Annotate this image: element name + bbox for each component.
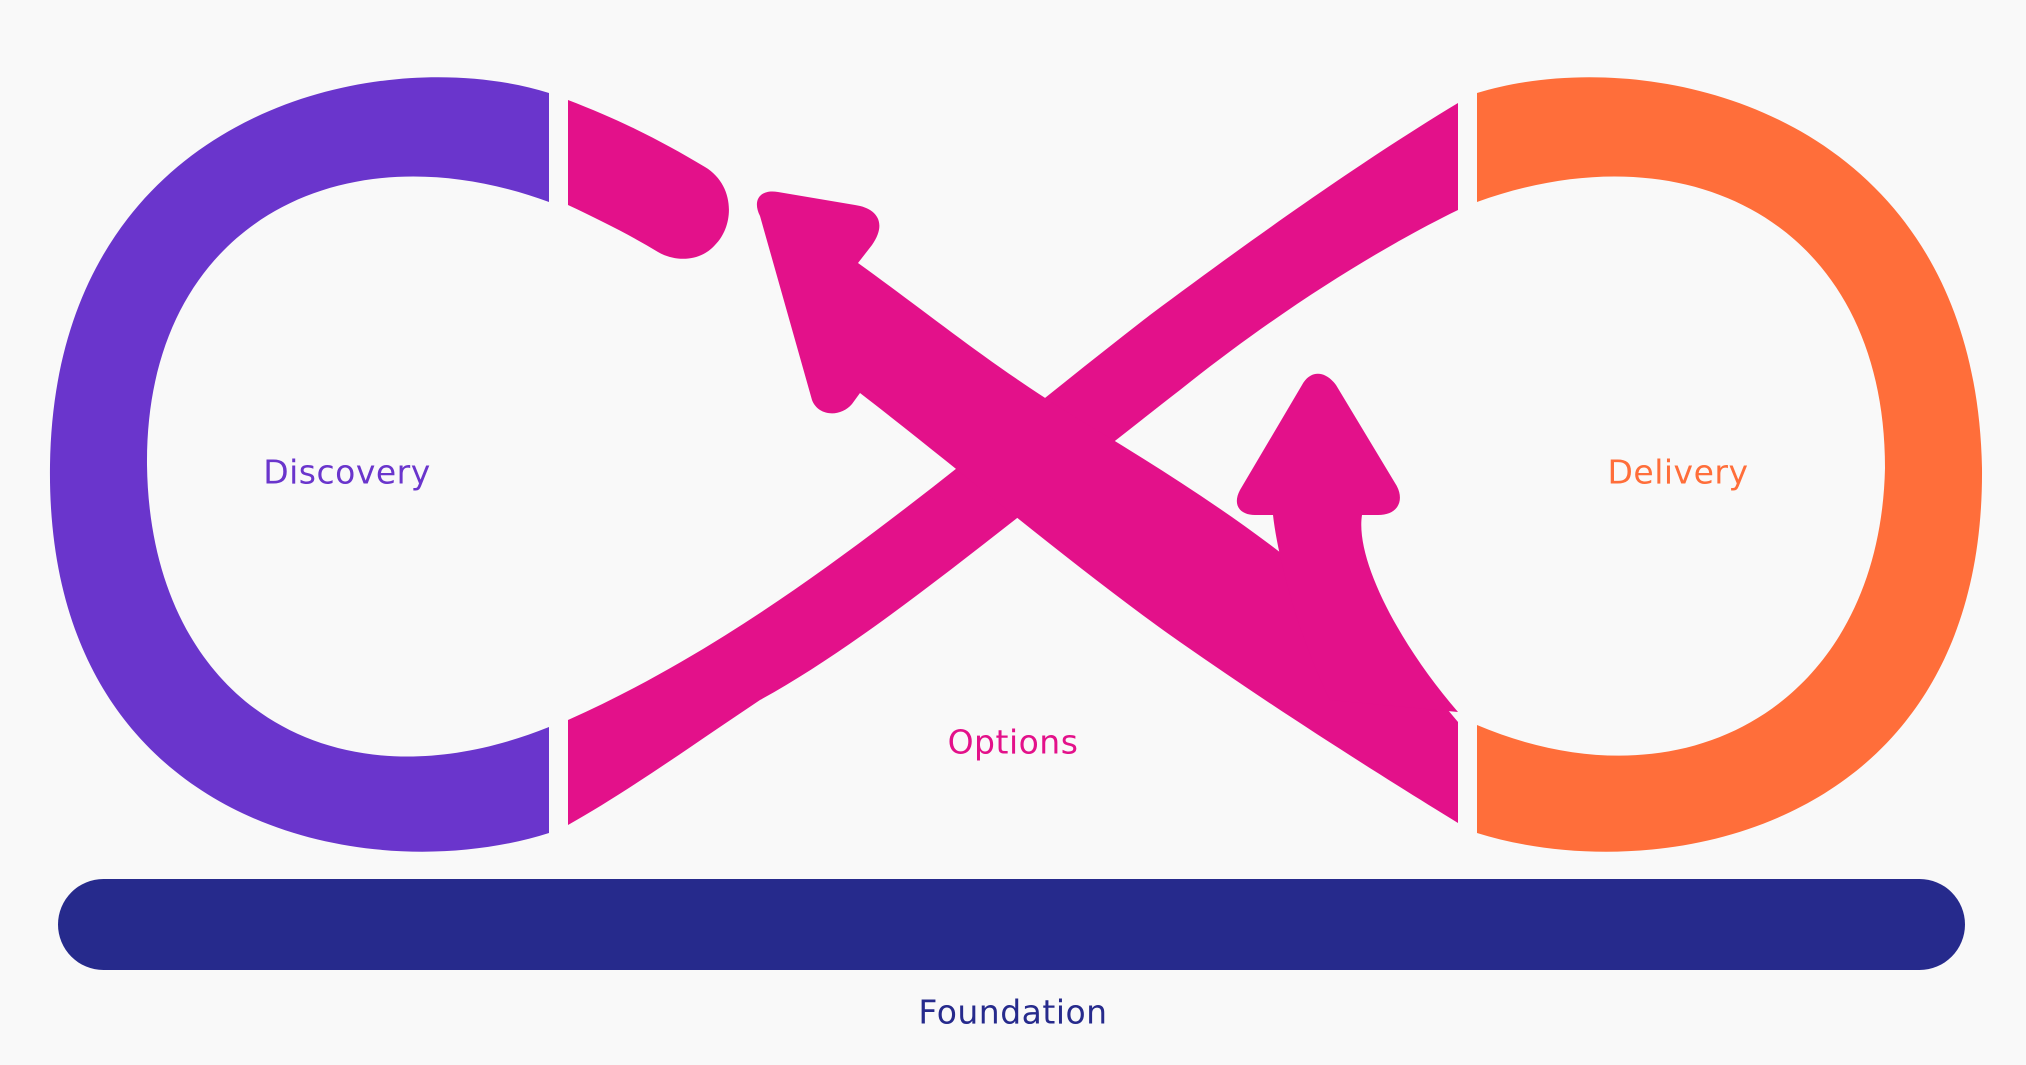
delivery-loop	[1477, 77, 1983, 852]
foundation-label: Foundation	[918, 992, 1108, 1032]
delivery-label: Delivery	[1607, 452, 1749, 492]
options-arrow-up	[1236, 373, 1458, 712]
discovery-loop	[49, 77, 550, 852]
foundation-bar	[58, 879, 1965, 970]
discovery-label: Discovery	[263, 452, 431, 492]
options-label: Options	[947, 722, 1079, 762]
options-hook-segment	[568, 100, 729, 259]
options-arrow-upleft	[756, 191, 1458, 824]
